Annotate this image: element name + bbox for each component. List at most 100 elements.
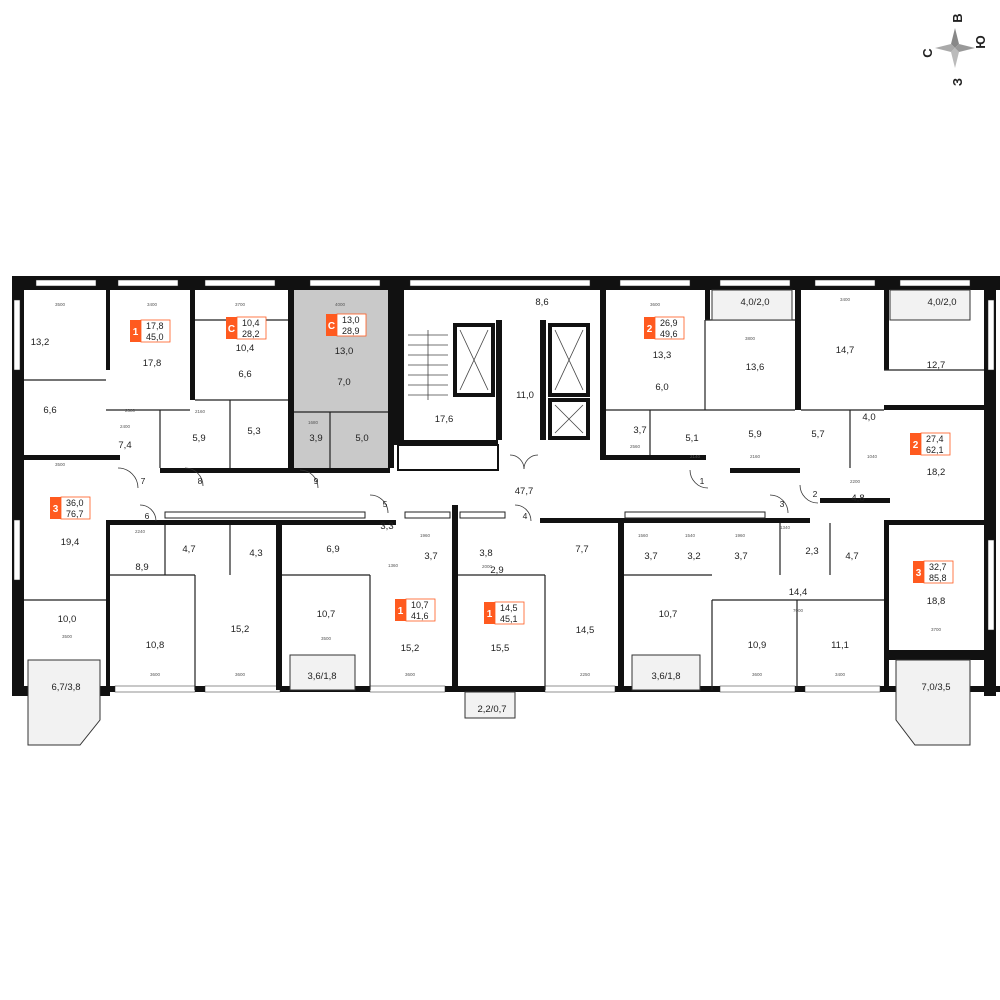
apartment-type: 3 bbox=[53, 504, 59, 515]
door-number: 6 bbox=[145, 511, 150, 521]
compass-east: В bbox=[950, 13, 965, 22]
apartment-living-area: 17,8 bbox=[146, 321, 164, 331]
apartment-badge[interactable]: 3 36,0 76,7 bbox=[50, 496, 91, 520]
balcony-area: 6,7/3,8 bbox=[51, 682, 80, 693]
dimension: 1560 bbox=[638, 533, 649, 538]
dimension: 3700 bbox=[235, 302, 246, 307]
dimension: 7000 bbox=[793, 608, 804, 613]
dimension: 2160 bbox=[750, 454, 761, 459]
dimension: 3600 bbox=[752, 672, 763, 677]
dimension: 3400 bbox=[840, 297, 851, 302]
apartment-badge[interactable]: 2 27,4 62,1 bbox=[910, 432, 951, 456]
apartment-badge[interactable]: С 10,4 28,2 bbox=[226, 316, 267, 340]
apartment-living-area: 26,9 bbox=[660, 318, 678, 328]
door-number: 9 bbox=[314, 476, 319, 486]
room-area: 2,3 bbox=[805, 546, 818, 557]
room-area: 5,7 bbox=[811, 429, 824, 440]
dimension: 3500 bbox=[321, 636, 332, 641]
door-number: 2 bbox=[813, 489, 818, 499]
door-number: 5 bbox=[383, 499, 388, 509]
dimension: 3600 bbox=[150, 672, 161, 677]
dimension: 2250 bbox=[580, 672, 591, 677]
room-area: 10,0 bbox=[58, 614, 77, 625]
dimension: 2560 bbox=[630, 444, 641, 449]
apartment-total-area: 28,9 bbox=[342, 326, 360, 336]
apartment-badge[interactable]: 1 14,5 45,1 bbox=[484, 601, 525, 625]
room-area: 4,3 bbox=[249, 548, 262, 559]
compass-needle-north bbox=[951, 28, 959, 48]
apartment-badge[interactable]: 1 10,7 41,6 bbox=[395, 598, 436, 622]
room-area: 4,0/2,0 bbox=[740, 297, 769, 308]
room-area: 7,7 bbox=[575, 544, 588, 555]
room-area: 7,4 bbox=[118, 440, 131, 451]
door-numbers: 7 8 9 1 2 3 5 6 4 bbox=[141, 476, 818, 521]
room-area: 3,7 bbox=[644, 551, 657, 562]
room-area: 19,4 bbox=[61, 537, 80, 548]
compass-south: Ю bbox=[973, 35, 988, 48]
dimension: 1540 bbox=[685, 533, 696, 538]
room-area: 5,3 bbox=[247, 426, 260, 437]
balcony-s1 bbox=[289, 654, 356, 691]
balcony-area: 3,6/1,8 bbox=[307, 671, 336, 682]
compass-needle-south bbox=[951, 48, 959, 68]
staircase bbox=[397, 330, 499, 471]
dimension: 2240 bbox=[135, 529, 146, 534]
dimension: 1960 bbox=[420, 533, 431, 538]
apartment-total-area: 45,0 bbox=[146, 332, 164, 342]
door-number: 7 bbox=[141, 476, 146, 486]
room-area: 2,9 bbox=[490, 565, 503, 576]
loggia-n2 bbox=[889, 289, 971, 321]
compass-west: З bbox=[950, 78, 965, 86]
room-area: 10,7 bbox=[659, 609, 678, 620]
dimension: 2000 bbox=[482, 564, 493, 569]
room-area: 3,3 bbox=[380, 521, 393, 532]
dimension: 3400 bbox=[147, 302, 158, 307]
dimension: 2160 bbox=[195, 409, 206, 414]
room-area: 15,5 bbox=[491, 643, 510, 654]
room-area: 3,8 bbox=[479, 548, 492, 559]
apartment-badges: 1 17,8 45,0 С 10,4 28,2 С 13,0 28,9 2 26… bbox=[50, 313, 954, 625]
apartment-type: С bbox=[228, 324, 235, 335]
dimension: 3500 bbox=[62, 634, 73, 639]
room-area: 13,0 bbox=[335, 346, 354, 357]
apartment-type: 1 bbox=[487, 609, 493, 620]
room-area: 18,2 bbox=[927, 467, 946, 478]
apartment-total-area: 85,8 bbox=[929, 573, 947, 583]
balcony-area: 3,6/1,8 bbox=[651, 671, 680, 682]
room-area: 5,9 bbox=[748, 429, 761, 440]
room-area: 4,0/2,0 bbox=[927, 297, 956, 308]
apartment-living-area: 14,5 bbox=[500, 603, 518, 613]
loggia-n1 bbox=[711, 289, 793, 321]
room-area: 5,1 bbox=[685, 433, 698, 444]
room-area: 6,9 bbox=[326, 544, 339, 555]
apartment-badge[interactable]: 1 17,8 45,0 bbox=[130, 319, 171, 343]
room-area: 14,5 bbox=[576, 625, 595, 636]
balcony-se bbox=[895, 659, 971, 746]
dimension: 1040 bbox=[867, 454, 878, 459]
room-area: 4,7 bbox=[182, 544, 195, 555]
apartment-total-area: 49,6 bbox=[660, 329, 678, 339]
dimension: 3600 bbox=[235, 672, 246, 677]
door-number: 1 bbox=[700, 476, 705, 486]
dimension-labels: 3500 3400 3700 4000 3600 3400 3800 2380 … bbox=[55, 297, 942, 677]
room-area: 18,8 bbox=[927, 596, 946, 607]
interior-walls bbox=[24, 290, 984, 690]
room-area: 10,8 bbox=[146, 640, 165, 651]
dimension: 1340 bbox=[780, 525, 791, 530]
apartment-badge[interactable]: 2 26,9 49,6 bbox=[644, 316, 685, 340]
apartment-living-area: 13,0 bbox=[342, 315, 360, 325]
apartment-living-area: 27,4 bbox=[926, 434, 944, 444]
room-area: 17,6 bbox=[435, 414, 454, 425]
room-area: 15,2 bbox=[401, 643, 420, 654]
room-area: 11,1 bbox=[831, 640, 849, 651]
apartment-total-area: 62,1 bbox=[926, 445, 944, 455]
apartment-living-area: 36,0 bbox=[66, 498, 84, 508]
apartment-badge[interactable]: 3 32,7 85,8 bbox=[913, 560, 954, 584]
room-area: 3,7 bbox=[734, 551, 747, 562]
room-area: 14,4 bbox=[789, 587, 808, 598]
room-labels: 13,2 17,8 10,4 6,6 13,0 7,0 8,6 11,0 17,… bbox=[31, 297, 957, 715]
apartment-badge[interactable]: С 13,0 28,9 bbox=[326, 313, 367, 337]
dimension: 3500 bbox=[55, 302, 66, 307]
room-area: 11,0 bbox=[516, 390, 534, 401]
